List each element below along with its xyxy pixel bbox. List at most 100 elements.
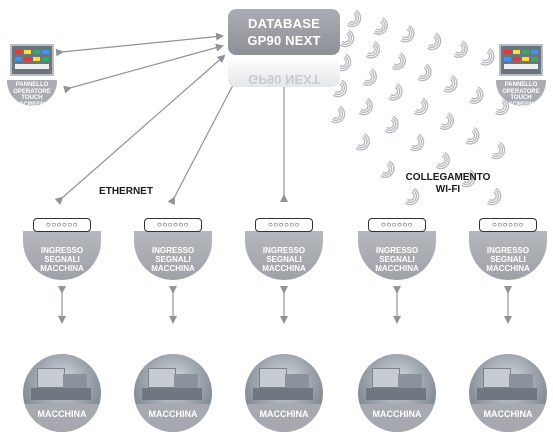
arrow-panel-to-db-2	[63, 43, 224, 94]
wifi-wave-icon	[348, 11, 360, 26]
machine-image	[483, 368, 511, 388]
wifi-wave-icon	[436, 153, 448, 168]
wifi-wave-icon	[360, 101, 369, 111]
signal-line3: MACCHINA	[486, 264, 530, 273]
wifi-wave-icon	[454, 42, 466, 56]
wifi-wave-icon	[419, 67, 428, 77]
wifi-wave-icon	[441, 116, 450, 126]
wifi-wave-icon	[362, 68, 377, 86]
signal-node-caption: INGRESSO SEGNALI MACCHINA	[23, 231, 101, 280]
signal-input-node: INGRESSO SEGNALI MACCHINA ○○○○○○	[469, 218, 547, 280]
wifi-wave-icon	[364, 72, 373, 82]
wifi-wave-icon	[347, 9, 362, 28]
wifi-wave-icon	[340, 29, 355, 48]
wifi-waves	[331, 9, 522, 206]
wifi-wave-icon	[373, 17, 388, 35]
wifi-wave-icon	[365, 41, 381, 59]
wifi-wave-icon	[405, 187, 420, 206]
wifi-wave-icon	[333, 79, 348, 98]
wifi-wave-icon	[470, 88, 482, 102]
wifi-wave-icon	[427, 32, 442, 51]
signal-line1: INGRESSO	[40, 246, 84, 255]
connector-ports-icon: ○○○○○○	[33, 218, 91, 232]
panel-line4: SCREEN	[19, 101, 45, 108]
signal-node-caption: INGRESSO SEGNALI MACCHINA	[134, 231, 212, 280]
wifi-wave-icon	[455, 44, 464, 54]
wifi-wave-icon	[488, 189, 500, 204]
wifi-wave-icon	[331, 105, 346, 124]
wifi-wave-icon	[467, 131, 476, 141]
wifi-wave-icon	[492, 143, 504, 158]
connector-ports-icon: ○○○○○○	[479, 218, 537, 232]
wifi-wave-icon	[445, 79, 454, 89]
wifi-wave-icon	[374, 19, 386, 33]
signal-input-node: INGRESSO SEGNALI MACCHINA ○○○○○○	[358, 218, 436, 280]
signal-line1: INGRESSO	[486, 246, 530, 255]
wifi-wave-icon	[465, 127, 480, 145]
wifi-wave-icon	[410, 133, 425, 152]
wifi-wave-icon	[384, 115, 399, 134]
wifi-wave-icon	[392, 54, 404, 68]
wifi-wave-icon	[418, 65, 430, 80]
wifi-wave-icon	[359, 99, 371, 114]
wifi-wave-icon	[417, 63, 432, 82]
database-title-line1: DATABASE	[248, 16, 320, 31]
wifi-wave-icon	[390, 87, 399, 97]
machine-image-base	[253, 388, 313, 400]
wifi-wave-icon	[437, 155, 446, 165]
wifi-wave-icon	[381, 162, 393, 176]
operator-panel-right: PANNELLO OPERATORE TOUCH SCREEN	[496, 44, 546, 118]
machine-image	[372, 368, 400, 388]
arrow-node1-to-db	[54, 54, 226, 205]
machine-node: MACCHINA	[23, 354, 101, 432]
wifi-label-line2: WI-FI	[435, 184, 461, 195]
database-title-line2: GP90 NEXT	[247, 33, 321, 48]
wifi-wave-icon	[356, 135, 368, 149]
database-reflection-text: GP90 NEXT	[248, 72, 320, 87]
wifi-wave-icon	[481, 50, 493, 64]
signal-input-node: INGRESSO SEGNALI MACCHINA ○○○○○○	[134, 218, 212, 280]
wifi-wave-icon	[401, 27, 413, 41]
wifi-wave-icon	[489, 191, 497, 201]
wifi-wave-icon	[416, 101, 424, 111]
panel-line1: PANNELLO	[15, 82, 49, 88]
signal-line2: SEGNALI	[155, 255, 191, 264]
signal-line2: SEGNALI	[379, 255, 415, 264]
panel-line3: TOUCH	[510, 95, 532, 101]
machine-node: MACCHINA	[245, 354, 323, 432]
wifi-wave-icon	[491, 141, 506, 160]
machine-node: MACCHINA	[469, 354, 547, 432]
touch-screen-panel-icon	[10, 44, 54, 76]
wifi-wave-icon	[443, 75, 458, 93]
wifi-wave-icon	[341, 31, 353, 46]
machine-node: MACCHINA	[134, 354, 212, 432]
operator-panel-left: PANNELLO OPERATORE TOUCH SCREEN	[7, 44, 57, 118]
wifi-wave-icon	[358, 97, 373, 116]
wifi-label-line1: COLLEGAMENTO	[405, 172, 491, 183]
connector-ports-icon: ○○○○○○	[255, 218, 313, 232]
signal-node-caption: INGRESSO SEGNALI MACCHINA	[358, 231, 436, 280]
touch-screen-panel-icon	[499, 44, 543, 76]
wifi-wave-icon	[407, 191, 415, 201]
machine-node: MACCHINA	[358, 354, 436, 432]
wifi-wave-icon	[462, 171, 474, 186]
wifi-wave-icon	[349, 13, 357, 23]
wifi-wave-icon	[357, 137, 366, 147]
wifi-wave-icon	[368, 45, 376, 55]
wifi-wave-icon	[469, 86, 484, 104]
wifi-label: COLLEGAMENTO WI-FI	[398, 172, 498, 196]
machine-label: MACCHINA	[134, 404, 212, 432]
signal-input-node: INGRESSO SEGNALI MACCHINA ○○○○○○	[245, 218, 323, 280]
database-box: DATABASE GP90 NEXT	[228, 9, 340, 55]
wifi-wave-icon	[339, 57, 347, 67]
signal-line3: MACCHINA	[375, 264, 419, 273]
signal-line1: INGRESSO	[151, 246, 195, 255]
machine-image	[37, 368, 65, 388]
wifi-wave-icon	[435, 151, 450, 170]
wifi-wave-icon	[471, 90, 479, 100]
machine-label: MACCHINA	[358, 404, 436, 432]
signal-line2: SEGNALI	[490, 255, 526, 264]
signal-line3: MACCHINA	[151, 264, 195, 273]
connector-ports-icon: ○○○○○○	[368, 218, 426, 232]
panel-line3: TOUCH	[21, 95, 43, 101]
